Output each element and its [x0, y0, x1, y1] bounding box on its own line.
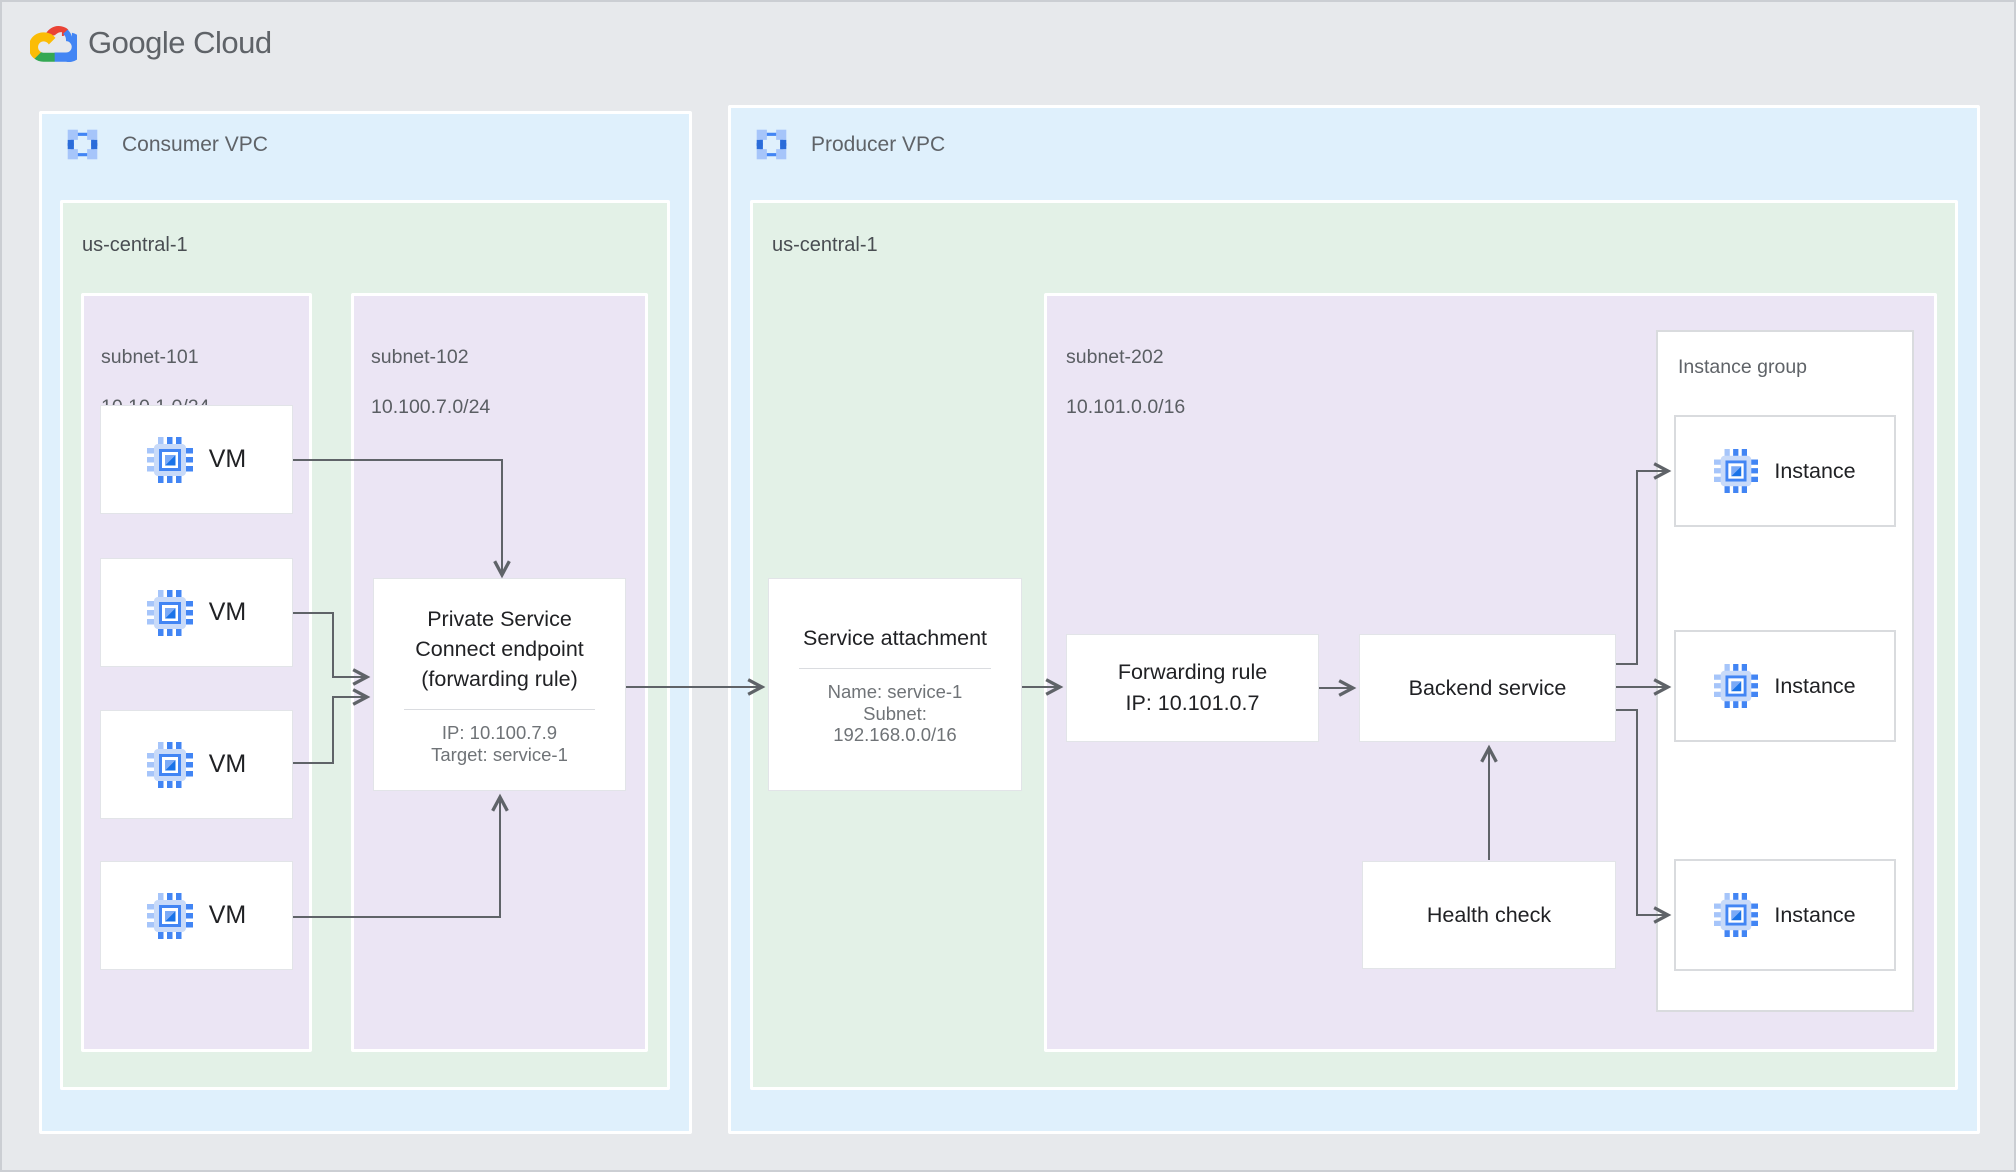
- producer-vpc-header: Producer VPC: [753, 126, 945, 163]
- compute-engine-icon: [1714, 449, 1759, 493]
- instance-node: Instance: [1674, 630, 1896, 742]
- compute-engine-icon: [146, 892, 193, 939]
- vm-node: VM: [100, 558, 293, 667]
- divider: [799, 668, 991, 670]
- vpc-network-icon: [756, 129, 787, 160]
- vm-node: VM: [100, 405, 293, 514]
- backend-service-node: Backend service: [1359, 634, 1616, 742]
- vm-node: VM: [100, 861, 293, 970]
- compute-engine-icon: [146, 741, 193, 788]
- psc-endpoint-details: IP: 10.100.7.9 Target: service-1: [431, 722, 568, 765]
- instance-node: Instance: [1674, 859, 1896, 971]
- consumer-region-label: us-central-1: [82, 234, 188, 256]
- producer-region-label: us-central-1: [772, 234, 878, 256]
- subnet-102-label: subnet-102 10.100.7.0/24: [371, 346, 491, 418]
- divider: [404, 709, 595, 710]
- subnet-202-label: subnet-202 10.101.0.0/16: [1066, 346, 1186, 418]
- consumer-vpc-header: Consumer VPC: [64, 126, 268, 163]
- google-cloud-logo-icon: [30, 25, 77, 62]
- psc-endpoint-title: Private Service Connect endpoint (forwar…: [415, 607, 584, 691]
- instance-node: Instance: [1674, 415, 1896, 527]
- service-attachment-details: Name: service-1 Subnet: 192.168.0.0/16: [827, 681, 963, 746]
- forwarding-rule-node: Forwarding rule IP: 10.101.0.7: [1066, 634, 1319, 742]
- instance-group-label: Instance group: [1678, 356, 1808, 378]
- vpc-network-icon: [67, 129, 98, 160]
- google-cloud-logo: Google Cloud: [30, 18, 272, 68]
- compute-engine-icon: [1714, 893, 1759, 937]
- brand-text: Google Cloud: [88, 25, 272, 60]
- service-attachment-title: Service attachment: [802, 626, 988, 651]
- compute-engine-icon: [146, 589, 193, 636]
- producer-vpc-label: Producer VPC: [811, 132, 946, 156]
- vm-node: VM: [100, 710, 293, 819]
- consumer-vpc-label: Consumer VPC: [122, 132, 268, 156]
- health-check-node: Health check: [1362, 861, 1616, 969]
- service-attachment-node: Service attachment Name: service-1 Subne…: [768, 578, 1022, 791]
- psc-endpoint-node: Private Service Connect endpoint (forwar…: [373, 578, 626, 791]
- compute-engine-icon: [146, 436, 193, 483]
- compute-engine-icon: [1714, 664, 1759, 708]
